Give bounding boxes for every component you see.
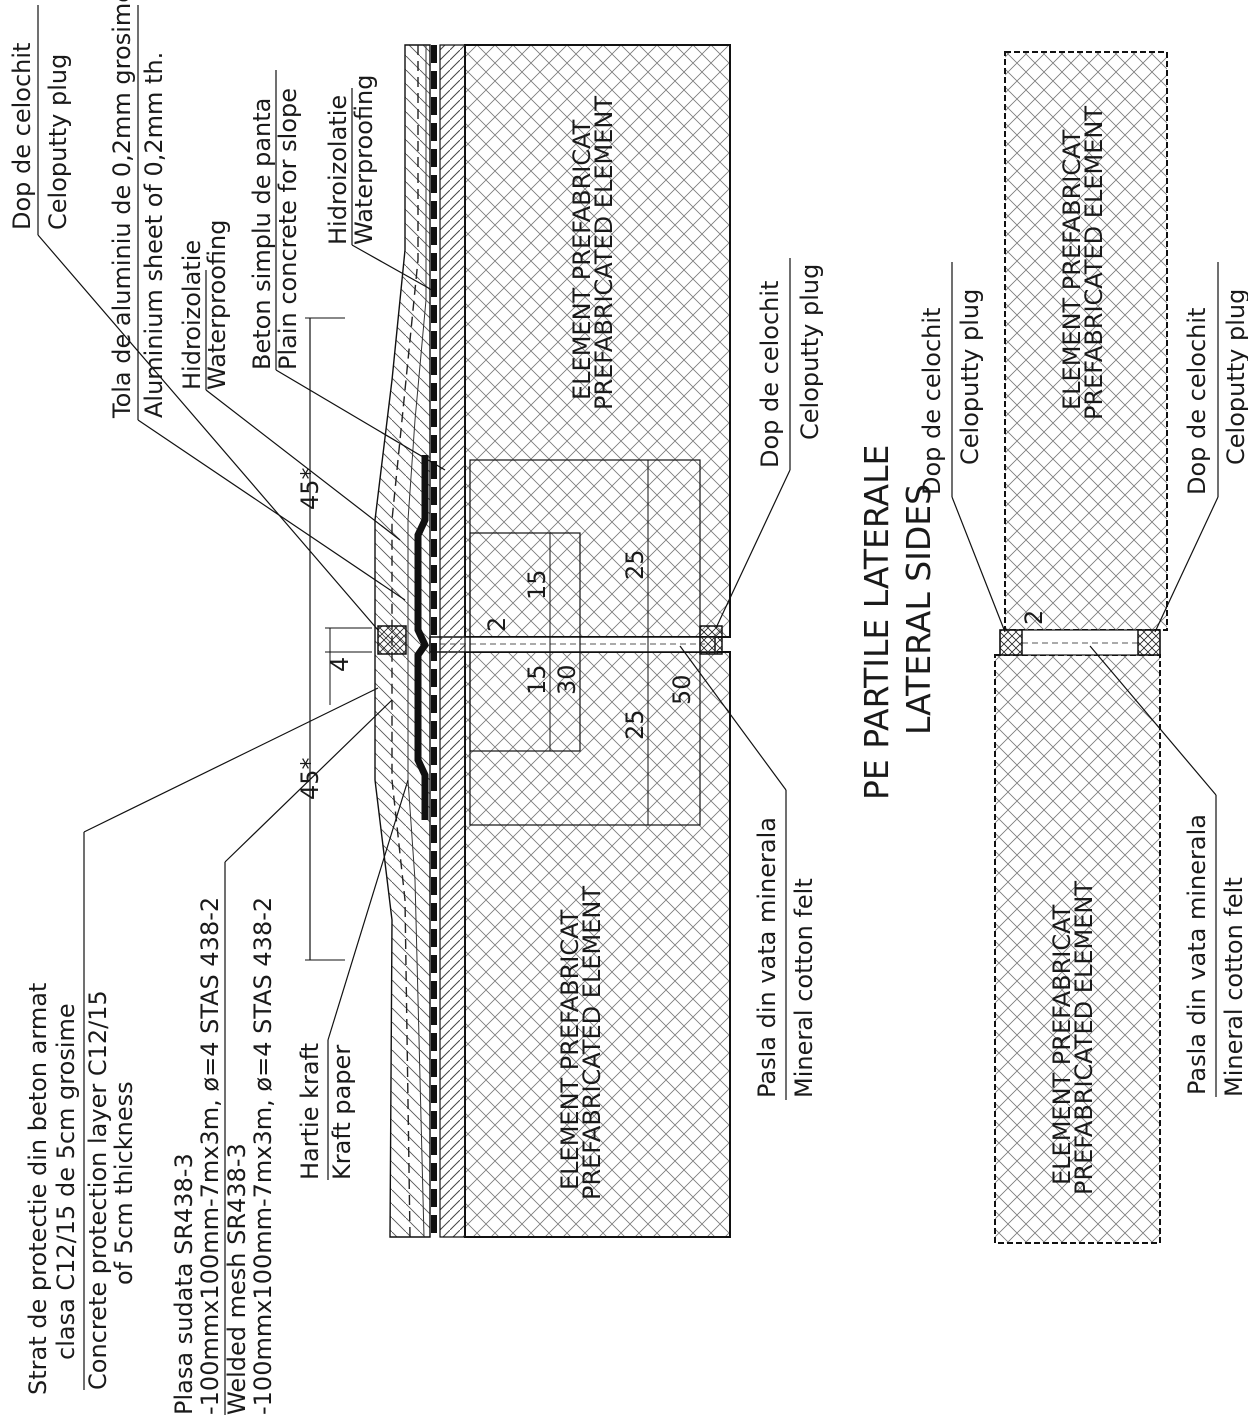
leader-wp2 xyxy=(351,244,433,291)
leader-mesh xyxy=(224,699,393,863)
callout-protection-ro2: clasa C12/15 de 5cm grosime xyxy=(52,1003,80,1360)
aluminium-sheet xyxy=(414,455,430,820)
callout-wp2-ro: Hidroizolatie xyxy=(324,95,352,245)
prefab-element-bottom xyxy=(464,651,731,1238)
leader-felt xyxy=(679,645,787,791)
callout-protection-ro1: Strat de protectie din beton armat xyxy=(24,983,52,1395)
callout-mesh-ro2: -100mmx100mm-7mx3m, ø=4 STAS 438-2 xyxy=(196,897,224,1415)
callout-wp2-en: Waterproofing xyxy=(350,75,378,245)
leader-wp1 xyxy=(205,389,401,541)
callout-mesh-en1: Welded mesh SR438-3 xyxy=(223,1143,251,1415)
celoputty-plug-bottom xyxy=(699,625,723,655)
callout-slope-en: Plain concrete for slope xyxy=(274,88,302,370)
callout-kraft-en: Kraft paper xyxy=(328,1045,356,1180)
dim-25b: 25 xyxy=(621,709,649,740)
callout-kraft-ro: Hartie kraft xyxy=(296,1043,324,1180)
lateral-prefab-label-top-en: PREFABRICATED ELEMENT xyxy=(1080,106,1108,420)
callout-alu-ro: Tola de aluminiu de 0,2mm grosime xyxy=(108,0,136,419)
lateral-plug1-en: Celoputty plug xyxy=(956,289,984,465)
prefab-element-top xyxy=(464,44,731,638)
kraft-paper-line xyxy=(407,45,427,1238)
celoputty-plug-top xyxy=(377,625,407,655)
callout-plug-en: Celoputty plug xyxy=(44,54,72,230)
lateral-plug2-en: Celoputty plug xyxy=(1222,289,1248,465)
dim-25a: 25 xyxy=(621,549,649,580)
dim-box-50 xyxy=(469,459,701,826)
callout-alu-en: Aluminium sheet of 0,2mm th. xyxy=(140,52,168,418)
prefab-label-bottom-en: PREFABRICATED ELEMENT xyxy=(578,886,606,1200)
lateral-title-en: LATERAL SIDES xyxy=(899,484,938,735)
lateral-leader-plug1 xyxy=(951,496,1006,633)
lateral-plug1-ro: Dop de celochit xyxy=(918,308,946,495)
callout-plug-ro: Dop de celochit xyxy=(8,43,36,230)
lateral-prefab-bottom xyxy=(994,654,1161,1244)
callout-slope-ro: Beton simplu de panta xyxy=(248,98,276,370)
prefab-label-top-en: PREFABRICATED ELEMENT xyxy=(590,96,618,410)
leader-protection xyxy=(83,687,379,833)
callout-plug2-ro: Dop de celochit xyxy=(756,281,784,468)
callout-plug2-en: Celoputty plug xyxy=(796,264,824,440)
leader-slope xyxy=(275,369,446,471)
leader-plug xyxy=(37,234,379,631)
welded-mesh-line xyxy=(391,45,419,1238)
lateral-dim-2: 2 xyxy=(1020,610,1048,625)
leader-kraft xyxy=(327,779,409,1041)
lateral-section: PE PARTILE LATERALE LATERAL SIDES 2 ELEM… xyxy=(857,51,1248,1244)
dim-4: 4 xyxy=(326,657,354,672)
lateral-leader-plug2 xyxy=(1154,496,1219,633)
lateral-plug2-ro: Dop de celochit xyxy=(1183,308,1211,495)
dim-30: 30 xyxy=(553,664,581,695)
main-section: 4 2 15 15 30 25 25 50 45* 45* ELEMENT PR… xyxy=(296,44,731,1238)
callout-protection-en1: Concrete protection layer C12/15 xyxy=(84,990,112,1390)
lateral-leader-felt xyxy=(1089,645,1217,796)
lateral-felt-ro: Pasla din vata minerala xyxy=(1183,814,1211,1095)
leader-plug2 xyxy=(715,469,791,629)
callout-mesh-ro1: Plasa sudata SR438-3 xyxy=(170,1153,198,1415)
lateral-prefab-label-bottom: ELEMENT PREFABRICAT xyxy=(1048,904,1076,1185)
bottom-callouts: Strat de protectie din beton armat clasa… xyxy=(24,258,824,1415)
lateral-plug-bottom xyxy=(1137,629,1161,656)
top-callouts: Dop de celochit Celoputty plug Tola de a… xyxy=(8,0,446,631)
lateral-prefab-label-top: ELEMENT PREFABRICAT xyxy=(1058,129,1086,410)
lateral-title-ro: PE PARTILE LATERALE xyxy=(857,445,896,800)
callout-protection-en2: of 5cm thickness xyxy=(110,1081,138,1285)
lateral-prefab-label-bottom-en: PREFABRICATED ELEMENT xyxy=(1070,881,1098,1195)
dim-50: 50 xyxy=(668,674,696,705)
lateral-felt-en: Mineral cotton felt xyxy=(1220,877,1248,1097)
lateral-plug-top xyxy=(999,629,1023,656)
dim-45-top: 45* xyxy=(296,467,324,510)
prefab-label-bottom: ELEMENT PREFABRICAT xyxy=(556,909,584,1190)
callout-mesh-en2: -100mmx100mm-7mx3m, ø=4 STAS 438-2 xyxy=(249,897,277,1415)
callout-felt-en: Mineral cotton felt xyxy=(790,878,818,1098)
callout-wp1-en: Waterproofing xyxy=(203,220,231,390)
dim-2: 2 xyxy=(483,617,511,632)
leader-alu xyxy=(137,419,406,601)
slope-concrete-layer xyxy=(439,44,466,1238)
callout-wp1-ro: Hidroizolatie xyxy=(178,240,206,390)
dim-15b: 15 xyxy=(523,664,551,695)
prefab-label-top: ELEMENT PREFABRICAT xyxy=(568,119,596,400)
dim-15a: 15 xyxy=(523,569,551,600)
callout-felt-ro: Pasla din vata minerala xyxy=(753,817,781,1098)
